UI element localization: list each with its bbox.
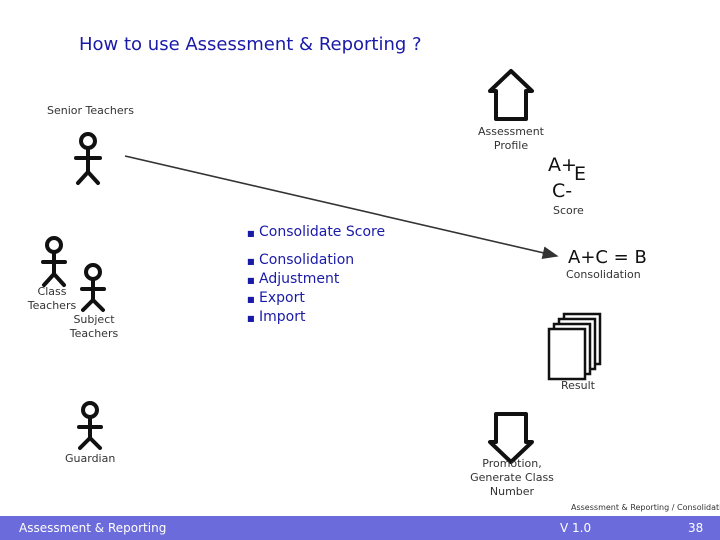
promotion-label: Promotion, Generate Class Number	[470, 457, 554, 498]
guardian-figure	[77, 401, 103, 450]
list-item: ■Export	[247, 290, 305, 306]
class-teacher-figure	[41, 236, 67, 287]
footer-version: V 1.0	[560, 521, 592, 535]
class-teachers-label: Class Teachers	[27, 285, 77, 312]
consolidation-label: Consolidation	[566, 268, 641, 281]
flow-arrow	[124, 155, 559, 259]
grade-a-plus: A+	[548, 154, 577, 176]
subject-teachers-label: Subject Teachers	[69, 313, 119, 340]
result-documents-icon	[547, 312, 602, 381]
senior-teachers-label: Senior Teachers	[47, 104, 134, 117]
bullet-icon: ■	[247, 314, 255, 323]
bullet-icon: ■	[247, 257, 255, 266]
bullet-icon: ■	[247, 276, 255, 285]
consolidate-list: ■Consolidation ■Adjustment ■Export ■Impo…	[247, 252, 354, 328]
promotion-arrow-icon	[488, 412, 534, 464]
footer-title: Assessment & Reporting	[19, 521, 167, 535]
assessment-profile-label: Assessment Profile	[478, 125, 544, 152]
breadcrumb: Assessment & Reporting / Consolidation	[571, 503, 720, 512]
footer-bar	[0, 516, 720, 540]
senior-teacher-figure	[74, 132, 102, 185]
page-title: How to use Assessment & Reporting ?	[79, 34, 422, 55]
consolidate-heading: ■ Consolidate Score	[247, 224, 385, 243]
bullet-icon: ■	[247, 295, 255, 304]
result-label: Result	[561, 379, 595, 392]
grade-c-minus: C-	[552, 180, 573, 202]
subject-teacher-figure	[80, 263, 106, 312]
consolidation-formula: A+C = B	[568, 247, 647, 268]
grade-e: E	[574, 163, 587, 185]
bullet-icon: ■	[247, 229, 255, 238]
score-label: Score	[553, 204, 584, 217]
list-item: ■Consolidation	[247, 252, 355, 268]
list-item: ■Import	[247, 309, 306, 325]
guardian-label: Guardian	[65, 452, 116, 465]
page-number: 38	[688, 521, 704, 535]
assessment-profile-arrow-icon	[488, 69, 534, 121]
consolidate-heading-text: Consolidate Score	[259, 224, 386, 240]
list-item: ■Adjustment	[247, 271, 340, 287]
